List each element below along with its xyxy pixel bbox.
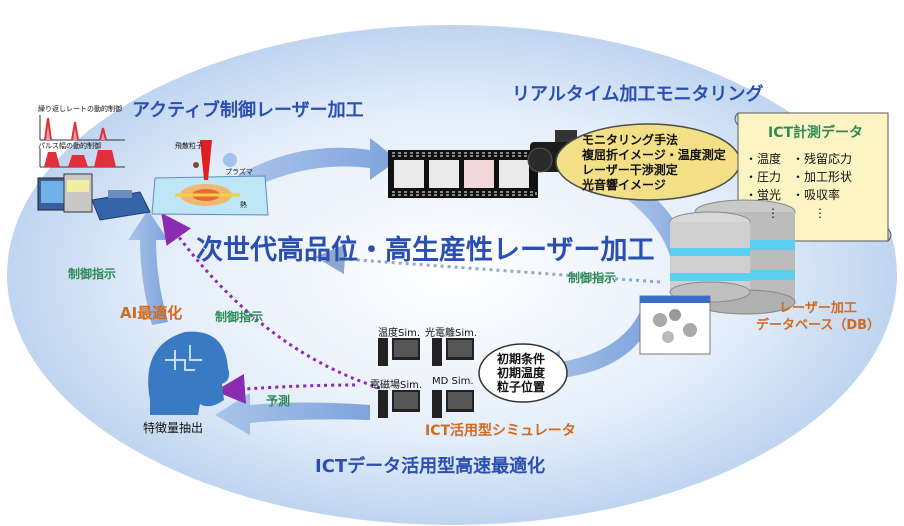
ict-data-item: ・温度 (745, 152, 782, 166)
condition-item: 初期温度 (497, 366, 546, 380)
particle-label: 飛散粒子 (175, 142, 203, 150)
database-label: レーザー加工 データベース（DB） (756, 300, 880, 334)
feature-label: 特徴量抽出 (143, 421, 204, 435)
graph-label-2: パルス幅の動的制御 (38, 142, 101, 150)
sim-computers (378, 338, 474, 418)
ict-data-col1: ・温度 ・圧力 ・蛍光 ⋮ (745, 150, 781, 222)
monitoring-title: リアルタイム加工モニタリング (512, 84, 764, 105)
graph-label-1: 繰り返しレートの動的制御 (38, 105, 122, 113)
predict-arrow (215, 373, 356, 404)
sim-control-arrow (161, 212, 381, 390)
ict-data-item: ・吸収率 (792, 188, 841, 202)
simulator-title: ICT活用型シミュレータ (425, 423, 576, 439)
database-label-line: データベース（DB） (756, 318, 881, 333)
database-label-line: レーザー加工 (779, 301, 857, 316)
control-label-right: 制御指示 (568, 271, 617, 285)
conditions-text: 初期条件 初期温度 粒子位置 (497, 352, 545, 394)
sim-label: 光電離Sim. (425, 328, 478, 339)
monitoring-item: 光音響イメージ (582, 178, 666, 192)
plasma-label: プラズマ (225, 168, 253, 176)
ai-head-icon (148, 331, 230, 415)
laser-stage (91, 190, 151, 221)
sim-label: 温度Sim. (378, 328, 421, 339)
condition-item: 初期条件 (497, 352, 546, 366)
control-computer (37, 173, 93, 213)
sim-label: MD Sim. (432, 376, 474, 387)
condition-item: 粒子位置 (497, 380, 546, 394)
ict-data-item: ・蛍光 (745, 188, 782, 202)
monitoring-methods: モニタリング手法 複屈折イメージ・温度測定 レーザー干渉測定 光音響イメージ (582, 133, 726, 193)
laser-spot (151, 140, 269, 216)
pulse-graph-1 (39, 115, 125, 141)
sim-label: 電磁場Sim. (370, 380, 423, 391)
ict-data-item: ・圧力 (745, 170, 782, 184)
monitoring-item: モニタリング手法 (582, 133, 679, 147)
arrow-to-monitoring (238, 138, 398, 192)
ai-title: AI最適化 (120, 304, 183, 322)
control-label-mid: 制御指示 (215, 310, 264, 324)
main-title: 次世代高品位・高生産性レーザー加工 (196, 235, 655, 266)
film-strip (388, 150, 538, 198)
heat-label: 熱 (240, 201, 247, 209)
monitoring-item: レーザー干渉測定 (582, 163, 678, 177)
ict-data-item: ・残留応力 (792, 152, 853, 166)
bottom-title: ICTデータ活用型高速最適化 (315, 456, 546, 477)
arrow-to-ai (215, 393, 370, 435)
db-data-window (639, 295, 711, 355)
ict-data-title: ICT計測データ (768, 125, 864, 141)
control-label-left: 制御指示 (68, 267, 117, 281)
pulse-graph-2 (39, 148, 125, 168)
ict-data-col2: ・残留応力 ・加工形状 ・吸収率 ⋮ (792, 150, 852, 222)
ict-data-item: ・加工形状 (792, 170, 853, 184)
ict-data-dots: ⋮ (814, 206, 826, 220)
db-control-arrow (315, 244, 661, 284)
arrow-to-active-control (128, 210, 168, 325)
ict-data-dots: ⋮ (767, 206, 779, 220)
conditions-bubble (478, 343, 568, 403)
active-control-title: アクティブ制御レーザー加工 (132, 100, 364, 121)
monitoring-item: 複屈折イメージ・温度測定 (582, 148, 726, 162)
predict-label: 予測 (266, 394, 291, 408)
